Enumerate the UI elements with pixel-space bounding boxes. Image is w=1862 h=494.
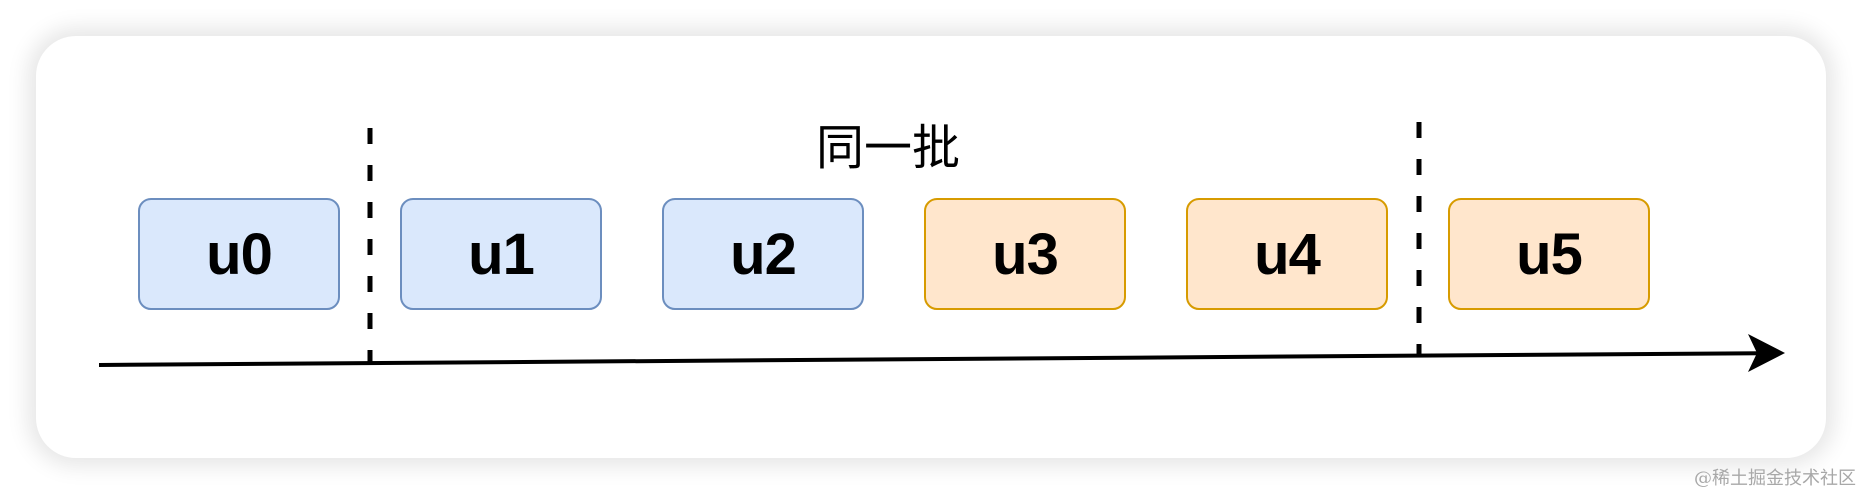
batch-label: 同一批 xyxy=(815,120,960,176)
unit-box-u3: u3 xyxy=(924,198,1126,310)
timeline-arrow-line xyxy=(98,351,1761,367)
unit-box-u4: u4 xyxy=(1186,198,1388,310)
unit-box-u2: u2 xyxy=(662,198,864,310)
unit-box-u0: u0 xyxy=(138,198,340,310)
unit-label: u2 xyxy=(730,221,797,287)
watermark: @稀土掘金技术社区 xyxy=(1694,468,1856,489)
unit-label: u1 xyxy=(468,221,535,287)
unit-label: u3 xyxy=(992,221,1059,287)
unit-box-u5: u5 xyxy=(1448,198,1650,310)
unit-label: u0 xyxy=(206,221,273,287)
unit-box-u1: u1 xyxy=(400,198,602,310)
unit-label: u5 xyxy=(1516,221,1583,287)
arrow-head-icon xyxy=(1748,334,1785,372)
unit-label: u4 xyxy=(1254,221,1321,287)
